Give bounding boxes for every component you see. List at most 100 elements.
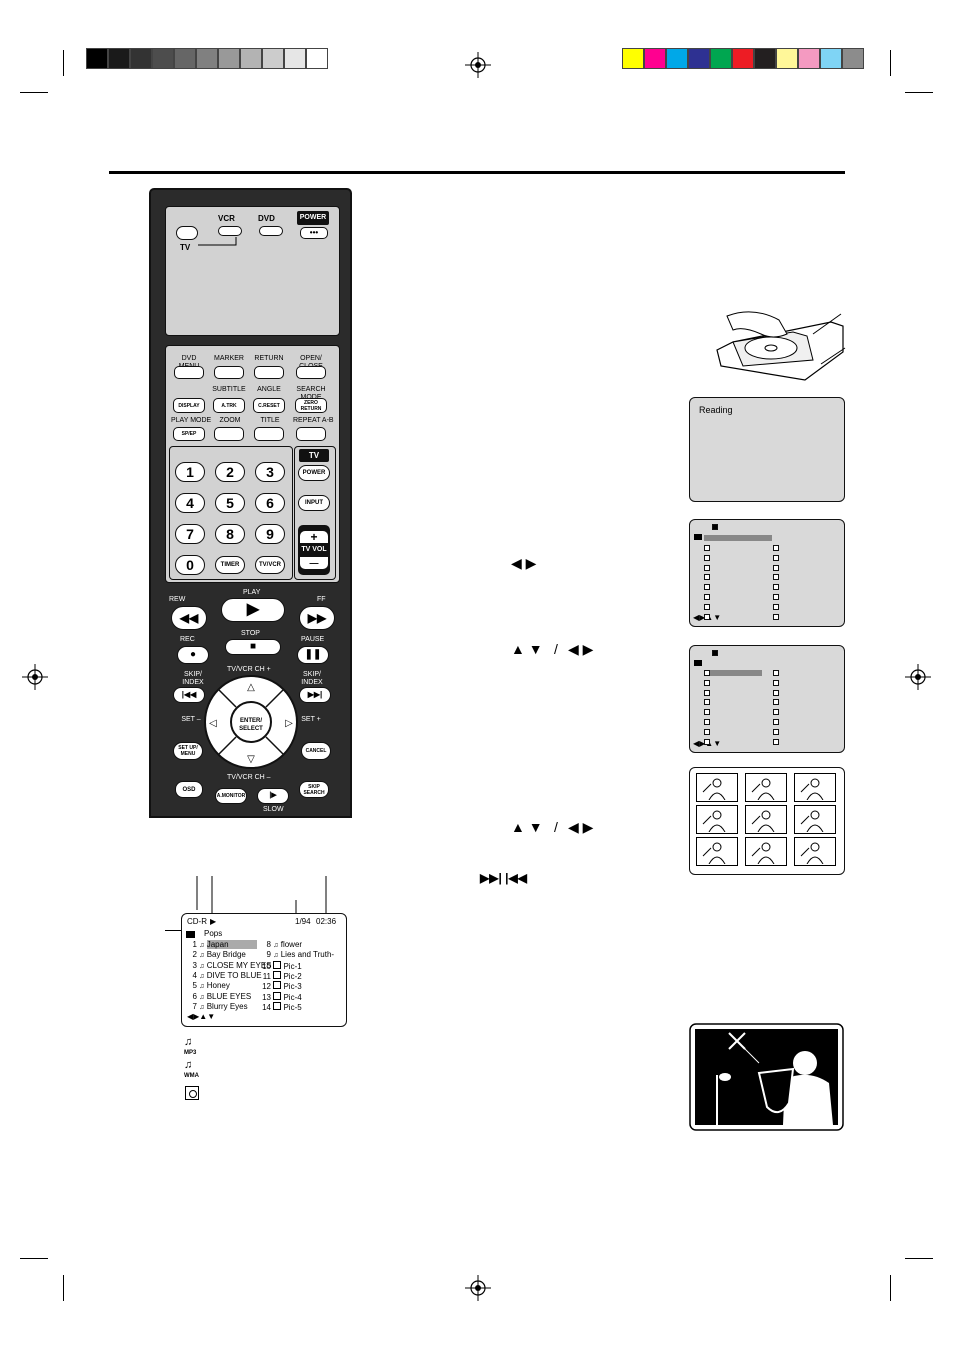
- power-button[interactable]: POWER: [297, 211, 329, 225]
- color-swatch: [842, 48, 864, 69]
- track-row[interactable]: 6 ♫ BLUE EYES: [187, 991, 252, 1003]
- color-swatch: [644, 48, 666, 69]
- jpeg-thumbnail[interactable]: [794, 805, 836, 834]
- registration-mark-top: [465, 52, 491, 78]
- track-row[interactable]: 10 Pic-1: [260, 960, 302, 972]
- file-type-icon: [704, 564, 710, 571]
- jpeg-icon: [185, 1086, 199, 1100]
- crop-mark: [905, 92, 933, 93]
- row3-button[interactable]: [214, 427, 244, 441]
- tv-input-button[interactable]: INPUT: [298, 495, 330, 511]
- osd-button[interactable]: OSD: [175, 781, 203, 798]
- track-row[interactable]: 1 ♫ Japan: [187, 940, 257, 951]
- ch-up-label: TV/VCR CH +: [227, 666, 271, 673]
- jpeg-thumbnail[interactable]: [794, 837, 836, 866]
- callout-lines: [196, 876, 327, 918]
- skip-back-button[interactable]: |◀◀: [173, 687, 205, 703]
- cancel-button[interactable]: CANCEL: [301, 742, 331, 760]
- track-row[interactable]: 7 ♫ Blurry Eyes: [187, 1002, 248, 1013]
- row1-button[interactable]: [214, 366, 244, 379]
- track-row[interactable]: 9 ♫ Lies and Truth-: [260, 950, 335, 961]
- number-button[interactable]: 6: [255, 493, 285, 513]
- jpeg-thumbnail[interactable]: [696, 805, 738, 834]
- enter-select-label[interactable]: ENTER/ SELECT: [239, 718, 263, 732]
- jpeg-thumbnail[interactable]: [745, 805, 787, 834]
- row1-button[interactable]: [296, 366, 326, 379]
- track-row[interactable]: 14 Pic-5: [260, 1001, 302, 1013]
- file-type-icon: [704, 719, 710, 725]
- number-button[interactable]: 9: [255, 524, 285, 544]
- number-button[interactable]: 5: [215, 493, 245, 513]
- dvd-button[interactable]: [259, 226, 283, 236]
- row3-button[interactable]: [296, 427, 326, 441]
- power-dots-button[interactable]: •••: [300, 227, 328, 239]
- tv-vcr-button[interactable]: TV/VCR: [255, 556, 285, 574]
- slow-button[interactable]: |▶: [257, 788, 289, 804]
- track-number: 13: [262, 992, 271, 1002]
- number-button[interactable]: 3: [255, 462, 285, 482]
- row2-button[interactable]: DISPLAY: [173, 398, 205, 413]
- row2-button[interactable]: A.TRK: [213, 398, 245, 413]
- play-label: PLAY: [243, 589, 261, 596]
- a-monitor-button[interactable]: A.MONITOR: [215, 788, 247, 804]
- skip-forward-button[interactable]: ▶▶|: [299, 687, 331, 703]
- rec-button[interactable]: ●: [177, 646, 209, 664]
- gray-swatch: [218, 48, 240, 69]
- tv-power-button[interactable]: POWER: [298, 465, 330, 481]
- row3-label: REPEAT A-B: [293, 417, 334, 424]
- direction-pad[interactable]: △ ▽ ◁ ▷: [203, 674, 299, 770]
- vcr-button[interactable]: [218, 226, 242, 236]
- number-button[interactable]: 7: [175, 524, 205, 544]
- track-row[interactable]: 5 ♫ Honey: [187, 981, 230, 992]
- jpeg-thumbnail[interactable]: [794, 773, 836, 802]
- track-row[interactable]: 12 Pic-3: [260, 981, 302, 992]
- number-button[interactable]: 1: [175, 462, 205, 482]
- row2-button[interactable]: C.RESET: [253, 398, 285, 413]
- row2-label: SUBTITLE: [212, 386, 246, 393]
- tv-mode-button[interactable]: TV: [299, 449, 329, 462]
- row1-button[interactable]: [254, 366, 284, 379]
- jpeg-thumbnail[interactable]: [745, 837, 787, 866]
- skip-search-button[interactable]: SKIP SEARCH: [299, 781, 329, 798]
- pause-button[interactable]: ❚❚: [297, 646, 329, 664]
- number-button[interactable]: 4: [175, 493, 205, 513]
- play-button[interactable]: ▶: [221, 598, 285, 622]
- track-row[interactable]: 4 ♫ DIVE TO BLUE: [187, 971, 262, 982]
- sp-ep-button[interactable]: SP/EP: [173, 427, 205, 441]
- track-row[interactable]: 13 Pic-4: [260, 991, 302, 1003]
- row1-button[interactable]: [174, 366, 204, 379]
- vol-plus-button[interactable]: +: [300, 531, 328, 543]
- timer-button[interactable]: TIMER: [215, 556, 245, 574]
- ff-button[interactable]: ▶▶: [299, 606, 335, 630]
- track-title: Japan: [206, 940, 257, 949]
- number-button[interactable]: 2: [215, 462, 245, 482]
- or-separator: /: [554, 641, 558, 657]
- music-icon: ♫: [273, 952, 279, 960]
- music-icon: ♫: [273, 942, 279, 949]
- tv-switch[interactable]: [176, 226, 198, 240]
- setup-menu-button[interactable]: SET UP/ MENU: [173, 742, 203, 760]
- row3-button[interactable]: [254, 427, 284, 441]
- skip-index-right-label: SKIP/ INDEX: [301, 671, 323, 686]
- jpeg-thumbnail[interactable]: [745, 773, 787, 802]
- svg-text:▽: ▽: [247, 754, 255, 765]
- number-button[interactable]: 8: [215, 524, 245, 544]
- gray-swatch: [240, 48, 262, 69]
- jpeg-thumbnail[interactable]: [696, 837, 738, 866]
- track-title: BLUE EYES: [206, 991, 252, 1001]
- jpeg-thumbnail[interactable]: [696, 773, 738, 802]
- stop-indicator-icon: [712, 524, 718, 530]
- track-row[interactable]: 3 ♫ CLOSE MY EYES: [187, 961, 272, 972]
- file-type-icon: [704, 689, 710, 696]
- vol-minus-button[interactable]: —: [300, 557, 328, 569]
- tv-vol-label: TV VOL: [301, 546, 327, 553]
- folder-icon: [694, 660, 702, 666]
- track-row[interactable]: 11 Pic-2: [260, 970, 302, 982]
- number-button[interactable]: 0: [175, 555, 205, 575]
- track-row[interactable]: 8 ♫ flower: [260, 940, 303, 951]
- rew-button[interactable]: ◀◀: [171, 606, 207, 630]
- stop-button[interactable]: ■: [225, 639, 281, 655]
- track-row[interactable]: 2 ♫ Bay Bridge: [187, 950, 246, 961]
- left-right-arrows: ◀ ▶: [568, 819, 594, 835]
- row2-button[interactable]: ZERO RETURN: [295, 398, 327, 413]
